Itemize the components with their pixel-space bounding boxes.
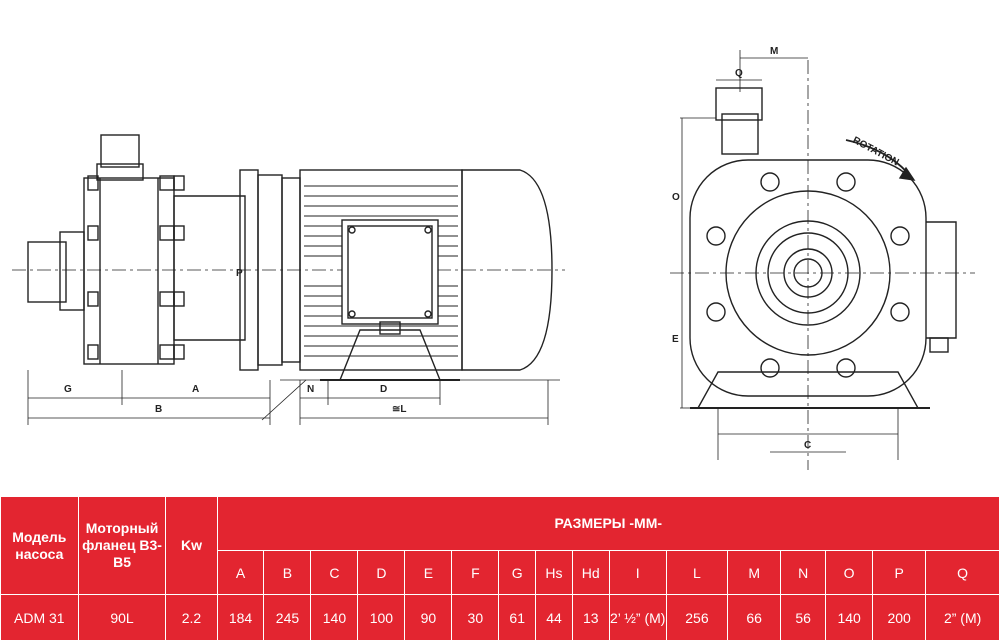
dim-label-n: N [307, 384, 314, 395]
dim-col-header: Q [925, 550, 1000, 595]
front-view [670, 50, 975, 470]
dim-col-header: B [263, 550, 312, 595]
dim-label-l: ≅L [392, 404, 407, 415]
dim-col-header: D [357, 550, 406, 595]
cell-dimension: 140 [825, 594, 874, 641]
dim-col-header: L [665, 550, 729, 595]
dim-label-m: M [770, 46, 778, 57]
dim-col-header: Hd [571, 550, 610, 595]
cell-dimension: 2” (M) [925, 594, 1000, 641]
cell-kw: 2.2 [165, 594, 218, 641]
cell-dimension: 184 [216, 594, 265, 641]
cell-dimension: 13 [571, 594, 610, 641]
header-model: Модель насоса [0, 496, 79, 595]
dim-label-e: E [672, 334, 679, 345]
cell-dimension: 61 [498, 594, 537, 641]
dim-label-o: O [672, 192, 680, 203]
dim-label-q: Q [735, 68, 743, 79]
cell-model: ADM 31 [0, 594, 79, 641]
cell-dimension: 30 [451, 594, 500, 641]
dim-label-d: D [380, 384, 387, 395]
spec-table: Модель насоса Моторный фланец B3-B5 Kw Р… [0, 496, 1000, 641]
dim-col-header: G [498, 550, 537, 595]
pump-dimension-drawing: G A B N D ≅L P M Q O E C ROTATION [12, 46, 975, 470]
dim-col-header: F [451, 550, 500, 595]
dim-label-g: G [64, 384, 72, 395]
rotation-label: ROTATION [851, 135, 901, 169]
dim-col-header: N [780, 550, 827, 595]
header-kw: Kw [165, 496, 218, 595]
dim-col-header: P [872, 550, 927, 595]
cell-dimension: 90 [404, 594, 453, 641]
cell-dimension: 56 [780, 594, 827, 641]
cell-dimension: 256 [665, 594, 729, 641]
side-view [12, 134, 565, 425]
cell-dimension: 245 [263, 594, 312, 641]
dim-label-b: B [155, 404, 162, 415]
cell-dimension: 44 [535, 594, 573, 641]
dim-col-header: I [608, 550, 667, 595]
dim-col-header: A [216, 550, 265, 595]
cell-dimension: 100 [357, 594, 406, 641]
dim-col-header: M [727, 550, 782, 595]
header-dimensions: РАЗМЕРЫ -ММ- [216, 496, 1000, 551]
cell-dimension: 200 [872, 594, 927, 641]
cell-dimension: 66 [727, 594, 782, 641]
dim-col-header: C [310, 550, 359, 595]
cell-flange: 90L [77, 594, 167, 641]
dim-col-header: E [404, 550, 453, 595]
cell-dimension: 2’ ½” (M) [608, 594, 667, 641]
header-motor-flange: Моторный фланец B3-B5 [77, 496, 167, 595]
dim-col-header: Hs [535, 550, 573, 595]
dim-label-p: P [236, 268, 243, 279]
dim-col-header: O [825, 550, 874, 595]
dim-label-c: C [804, 440, 811, 451]
dim-label-a: A [192, 384, 199, 395]
cell-dimension: 140 [310, 594, 359, 641]
